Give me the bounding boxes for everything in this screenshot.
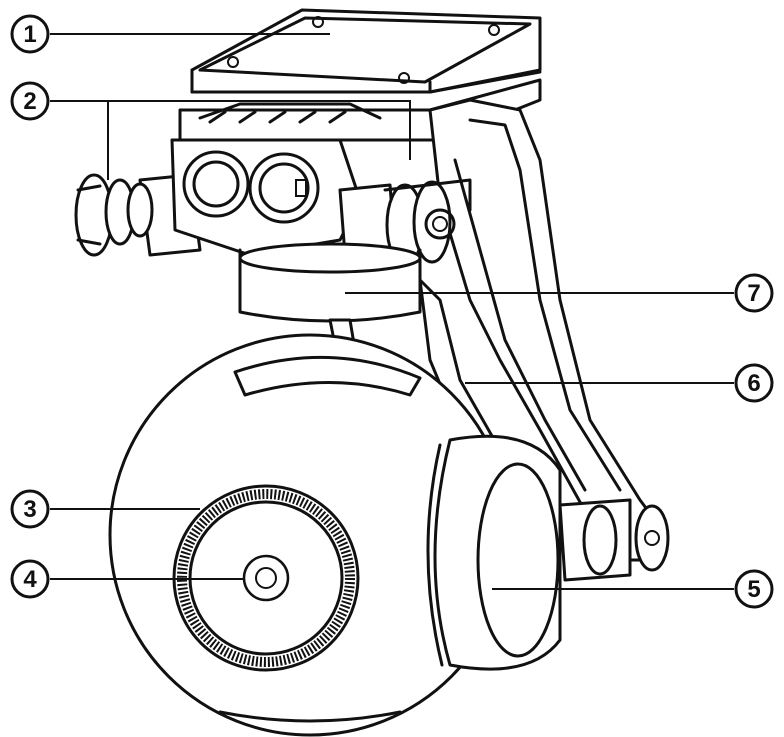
callout-4-label: 4 — [23, 566, 37, 593]
callout-3-label: 3 — [23, 496, 36, 523]
damper-lower-right — [558, 498, 670, 582]
center-damper-block — [170, 138, 362, 257]
gimbal-arm — [418, 98, 657, 562]
damper-right — [338, 178, 472, 267]
callout-5: 5 — [734, 569, 774, 609]
callout-5-label: 5 — [747, 576, 760, 603]
callout-1-label: 1 — [23, 21, 36, 48]
callout-7: 7 — [734, 273, 774, 313]
callout-6-label: 6 — [747, 370, 760, 397]
callout-6: 6 — [734, 363, 774, 403]
leader-lines — [50, 33, 734, 590]
callout-7-label: 7 — [747, 280, 760, 307]
mounting-plate — [190, 8, 542, 94]
callout-2-label: 2 — [23, 88, 36, 115]
pitch-motor — [426, 434, 562, 671]
callout-4: 4 — [10, 559, 50, 599]
yaw-motor — [238, 242, 422, 323]
callout-3: 3 — [10, 489, 50, 529]
callout-1: 1 — [10, 14, 50, 54]
callout-2: 2 — [10, 81, 50, 121]
lens-assembly — [172, 484, 360, 672]
